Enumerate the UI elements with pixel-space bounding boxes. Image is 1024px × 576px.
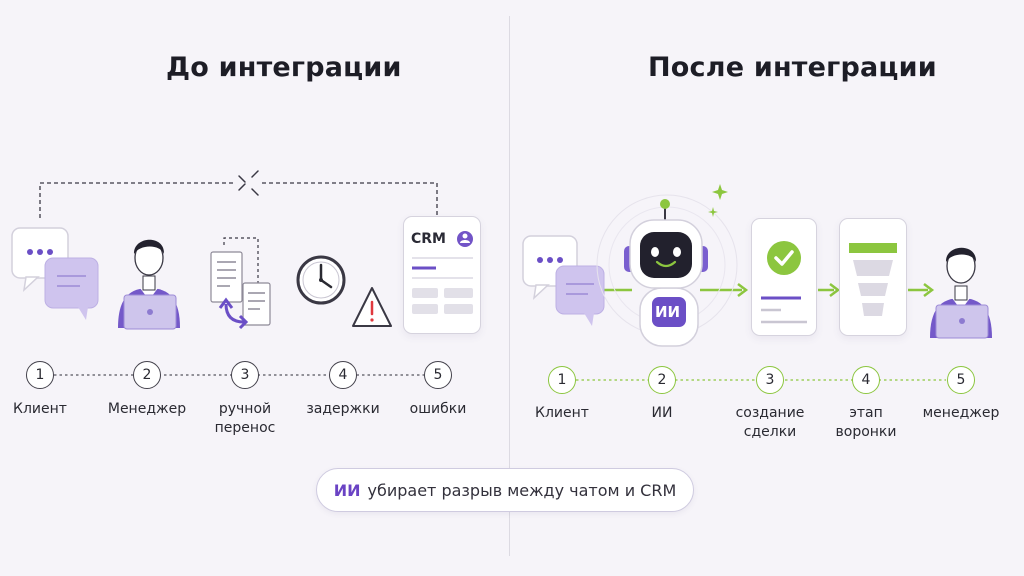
before-label-1: Клиент — [13, 401, 67, 417]
after-label-5: менеджер — [922, 405, 1000, 421]
after-step-2: 2 — [648, 366, 676, 394]
before-label-3: ручной перенос — [214, 401, 276, 436]
broken-link-icon — [238, 170, 259, 196]
before-step-1: 1 — [26, 361, 54, 389]
crm-label: CRM — [411, 231, 446, 247]
banner-accent: ИИ — [333, 480, 361, 500]
before-title: До интеграции — [166, 52, 402, 83]
deal-card — [751, 218, 817, 336]
after-step-5: 5 — [947, 366, 975, 394]
after-label-4: этап воронки — [835, 405, 897, 440]
banner-text: убирает разрыв между чатом и CRM — [367, 480, 677, 500]
after-step-4: 4 — [852, 366, 880, 394]
before-label-5: ошибки — [409, 401, 467, 417]
before-label-4: задержки — [306, 401, 380, 417]
robot-ai-label: ИИ — [655, 303, 681, 321]
before-step-5: 5 — [424, 361, 452, 389]
summary-banner: ИИ убирает разрыв между чатом и CRM — [316, 468, 694, 512]
before-step-4: 4 — [329, 361, 357, 389]
before-label-2: Менеджер — [107, 401, 187, 417]
after-label-2: ИИ — [651, 405, 673, 421]
funnel-card — [839, 218, 907, 336]
after-label-1: Клиент — [535, 405, 589, 421]
after-step-3: 3 — [756, 366, 784, 394]
section-divider — [509, 16, 510, 556]
after-step-1: 1 — [548, 366, 576, 394]
before-step-2: 2 — [133, 361, 161, 389]
after-title: После интеграции — [648, 52, 937, 83]
before-step-3: 3 — [231, 361, 259, 389]
after-label-3: создание сделки — [735, 405, 805, 440]
